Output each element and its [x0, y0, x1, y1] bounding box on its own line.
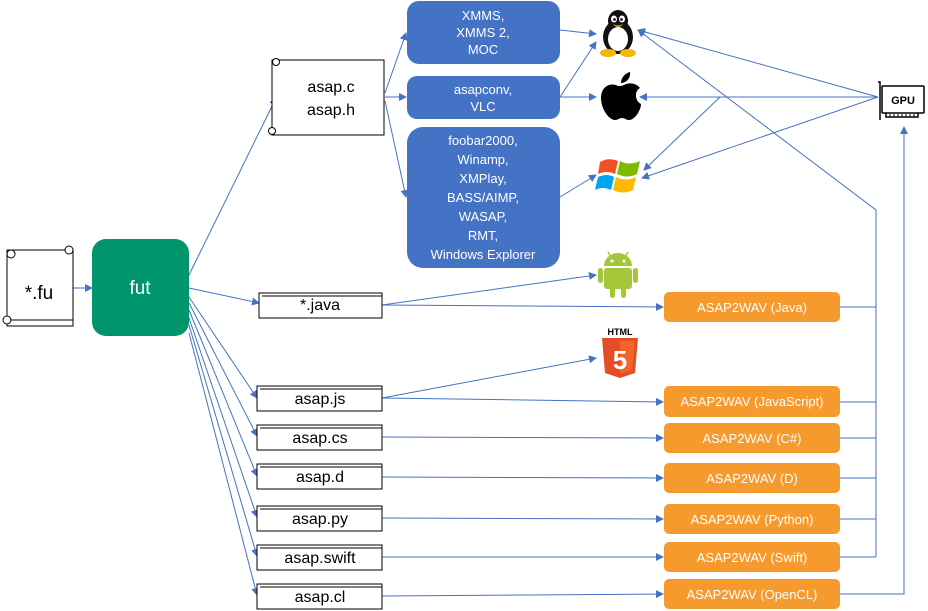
c-output-scroll: asap.c asap.h — [268, 58, 385, 136]
windows-player-3: XMPlay, — [459, 171, 506, 186]
windows-players-box: foobar2000, Winamp, XMPlay, BASS/AIMP, W… — [407, 127, 560, 268]
asap2wav-cl-label: ASAP2WAV (OpenCL) — [687, 587, 818, 602]
linux-tux-icon — [600, 10, 636, 57]
c-output-label-h: asap.h — [307, 102, 355, 119]
mac-players-box: asapconv, VLC — [407, 76, 560, 119]
linux-player-3: MOC — [468, 42, 498, 57]
js-output-label: asap.js — [295, 391, 346, 408]
cs-output-label: asap.cs — [292, 430, 347, 447]
asap2wav-swift-label: ASAP2WAV (Swift) — [697, 550, 808, 565]
source-file-scroll: *.fu — [2, 245, 74, 327]
swift-output-label: asap.swift — [284, 550, 356, 567]
gpu-label: GPU — [891, 95, 915, 107]
linux-players-box: XMMS, XMMS 2, MOC — [407, 1, 560, 64]
py-output-scroll: asap.py — [256, 505, 383, 532]
asap2wav-js-label: ASAP2WAV (JavaScript) — [680, 394, 823, 409]
d-output-scroll: asap.d — [256, 463, 383, 490]
asap2wav-js-box: ASAP2WAV (JavaScript) — [664, 386, 840, 417]
connectors — [69, 28, 908, 599]
py-output-label: asap.py — [292, 511, 348, 528]
linux-player-1: XMMS, — [462, 8, 505, 23]
asap2wav-d-label: ASAP2WAV (D) — [706, 471, 798, 486]
windows-icon — [595, 159, 640, 193]
windows-player-4: BASS/AIMP, — [447, 190, 519, 205]
asap2wav-d-box: ASAP2WAV (D) — [664, 463, 840, 493]
windows-player-6: RMT, — [468, 228, 498, 243]
windows-player-5: WASAP, — [459, 209, 507, 224]
linux-player-2: XMMS 2, — [456, 25, 509, 40]
java-output-scroll: *.java — [258, 292, 383, 319]
fut-transpiler-box: fut — [92, 239, 189, 336]
html5-icon-five: 5 — [613, 345, 627, 375]
swift-output-scroll: asap.swift — [256, 544, 383, 571]
d-output-label: asap.d — [296, 469, 344, 486]
mac-player-1: asapconv, — [454, 82, 512, 97]
js-output-scroll: asap.js — [256, 385, 383, 412]
asap2wav-py-label: ASAP2WAV (Python) — [691, 512, 814, 527]
asap2wav-cs-box: ASAP2WAV (C#) — [664, 423, 840, 453]
cl-output-scroll: asap.cl — [256, 583, 383, 610]
html5-icon: HTML 5 — [602, 327, 638, 378]
asap2wav-cl-box: ASAP2WAV (OpenCL) — [664, 579, 840, 609]
java-output-label: *.java — [300, 297, 340, 314]
asap2wav-py-box: ASAP2WAV (Python) — [664, 504, 840, 534]
cl-output-label: asap.cl — [295, 589, 346, 606]
html5-icon-title: HTML — [608, 327, 633, 337]
windows-player-7: Windows Explorer — [431, 247, 536, 262]
source-file-label: *.fu — [25, 283, 54, 304]
android-icon — [598, 251, 638, 298]
gpu-card-icon: GPU — [878, 81, 925, 120]
apple-icon — [601, 72, 641, 120]
asap2wav-swift-box: ASAP2WAV (Swift) — [664, 542, 840, 572]
asap2wav-java-label: ASAP2WAV (Java) — [697, 300, 807, 315]
mac-player-2: VLC — [470, 99, 495, 114]
cs-output-scroll: asap.cs — [256, 424, 383, 451]
windows-player-1: foobar2000, — [448, 133, 517, 148]
windows-player-2: Winamp, — [457, 152, 508, 167]
asap2wav-java-box: ASAP2WAV (Java) — [664, 292, 840, 322]
c-output-label-c: asap.c — [307, 79, 354, 96]
fut-label: fut — [129, 278, 151, 299]
asap2wav-cs-label: ASAP2WAV (C#) — [703, 431, 802, 446]
